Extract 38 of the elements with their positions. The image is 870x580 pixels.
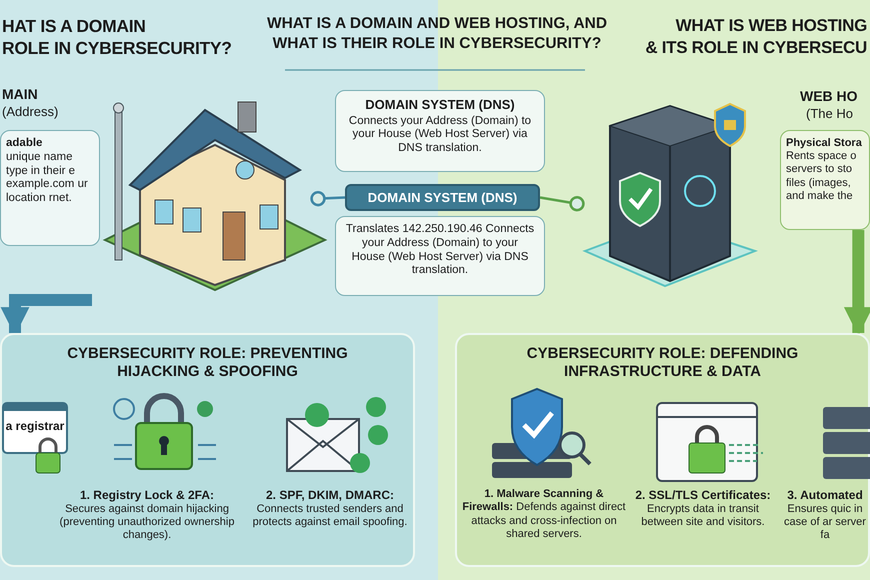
panel-heading: CYBERSECURITY ROLE: PREVENTING HIJACKING & SPOOFING xyxy=(66,345,349,381)
section-heading: WEB HO xyxy=(800,88,858,104)
browser-window: a registrar xyxy=(2,402,68,454)
callout-card xyxy=(0,130,100,246)
item-text: Encrypts data in transit between site and visitors. xyxy=(640,502,766,530)
panel-heading: CYBERSECURITY ROLE: DEFENDING INFRASTRUCTURE & DATA xyxy=(526,345,800,381)
dns-banner: DOMAIN SYSTEM (DNS) xyxy=(345,184,540,211)
title: WHAT IS A DOMAIN AND WEB HOSTING, AND WHAT IS THEIR ROLE IN CYBERSECURITY? xyxy=(266,14,608,54)
item-text: Connects trusted senders and protects against email spoofing. xyxy=(252,502,408,530)
card-text: unique name type in their e example.com ur location rnet. xyxy=(6,150,89,206)
info-card xyxy=(335,90,545,172)
item-heading: 1. Registry Lock & 2FA: xyxy=(78,488,216,503)
item-text: 1. Malware Scanning & Firewalls: Defends against direct attacks and cross-infection on shared servers. xyxy=(461,488,627,542)
side-title: HAT IS A DOMAIN xyxy=(2,16,146,37)
item-text: Ensures quic in case of ar server fa xyxy=(783,502,867,543)
side-title: WHAT IS WEB HOSTING xyxy=(676,16,867,36)
section-heading: (Address) xyxy=(2,104,58,119)
card-heading: Physical Stora xyxy=(786,137,863,150)
item-heading: 3. Automated xyxy=(786,488,864,503)
role-panel xyxy=(455,333,870,567)
connector-line xyxy=(540,196,585,212)
card-text: Translates 142.250.190.46 Connects your Address (Domain) to your House (Web Host Server) via DNS translation. xyxy=(344,223,536,278)
connector-line xyxy=(310,190,346,206)
item-heading: 2. SPF, DKIM, DMARC: xyxy=(264,488,395,503)
card-text: Rents space o servers to sto files (images, and make the xyxy=(786,150,858,203)
side-title: ROLE IN CYBERSECURITY? xyxy=(2,38,232,59)
card-text: Connects your Address (Domain) to your House (Web Host Server) via DNS translation. xyxy=(348,114,532,156)
info-card xyxy=(335,216,545,296)
item-heading: 2. SSL/TLS Certificates: xyxy=(634,488,772,503)
callout-card xyxy=(780,130,870,230)
side-title: & ITS ROLE IN CYBERSECU xyxy=(645,38,867,58)
arrow xyxy=(0,294,92,336)
arrow xyxy=(844,230,870,336)
card-heading: DOMAIN SYSTEM (DNS) xyxy=(364,97,516,113)
section-heading: MAIN xyxy=(2,86,38,102)
card-heading: adable xyxy=(6,137,44,151)
role-panel xyxy=(0,333,415,567)
section-heading: (The Ho xyxy=(806,106,853,121)
